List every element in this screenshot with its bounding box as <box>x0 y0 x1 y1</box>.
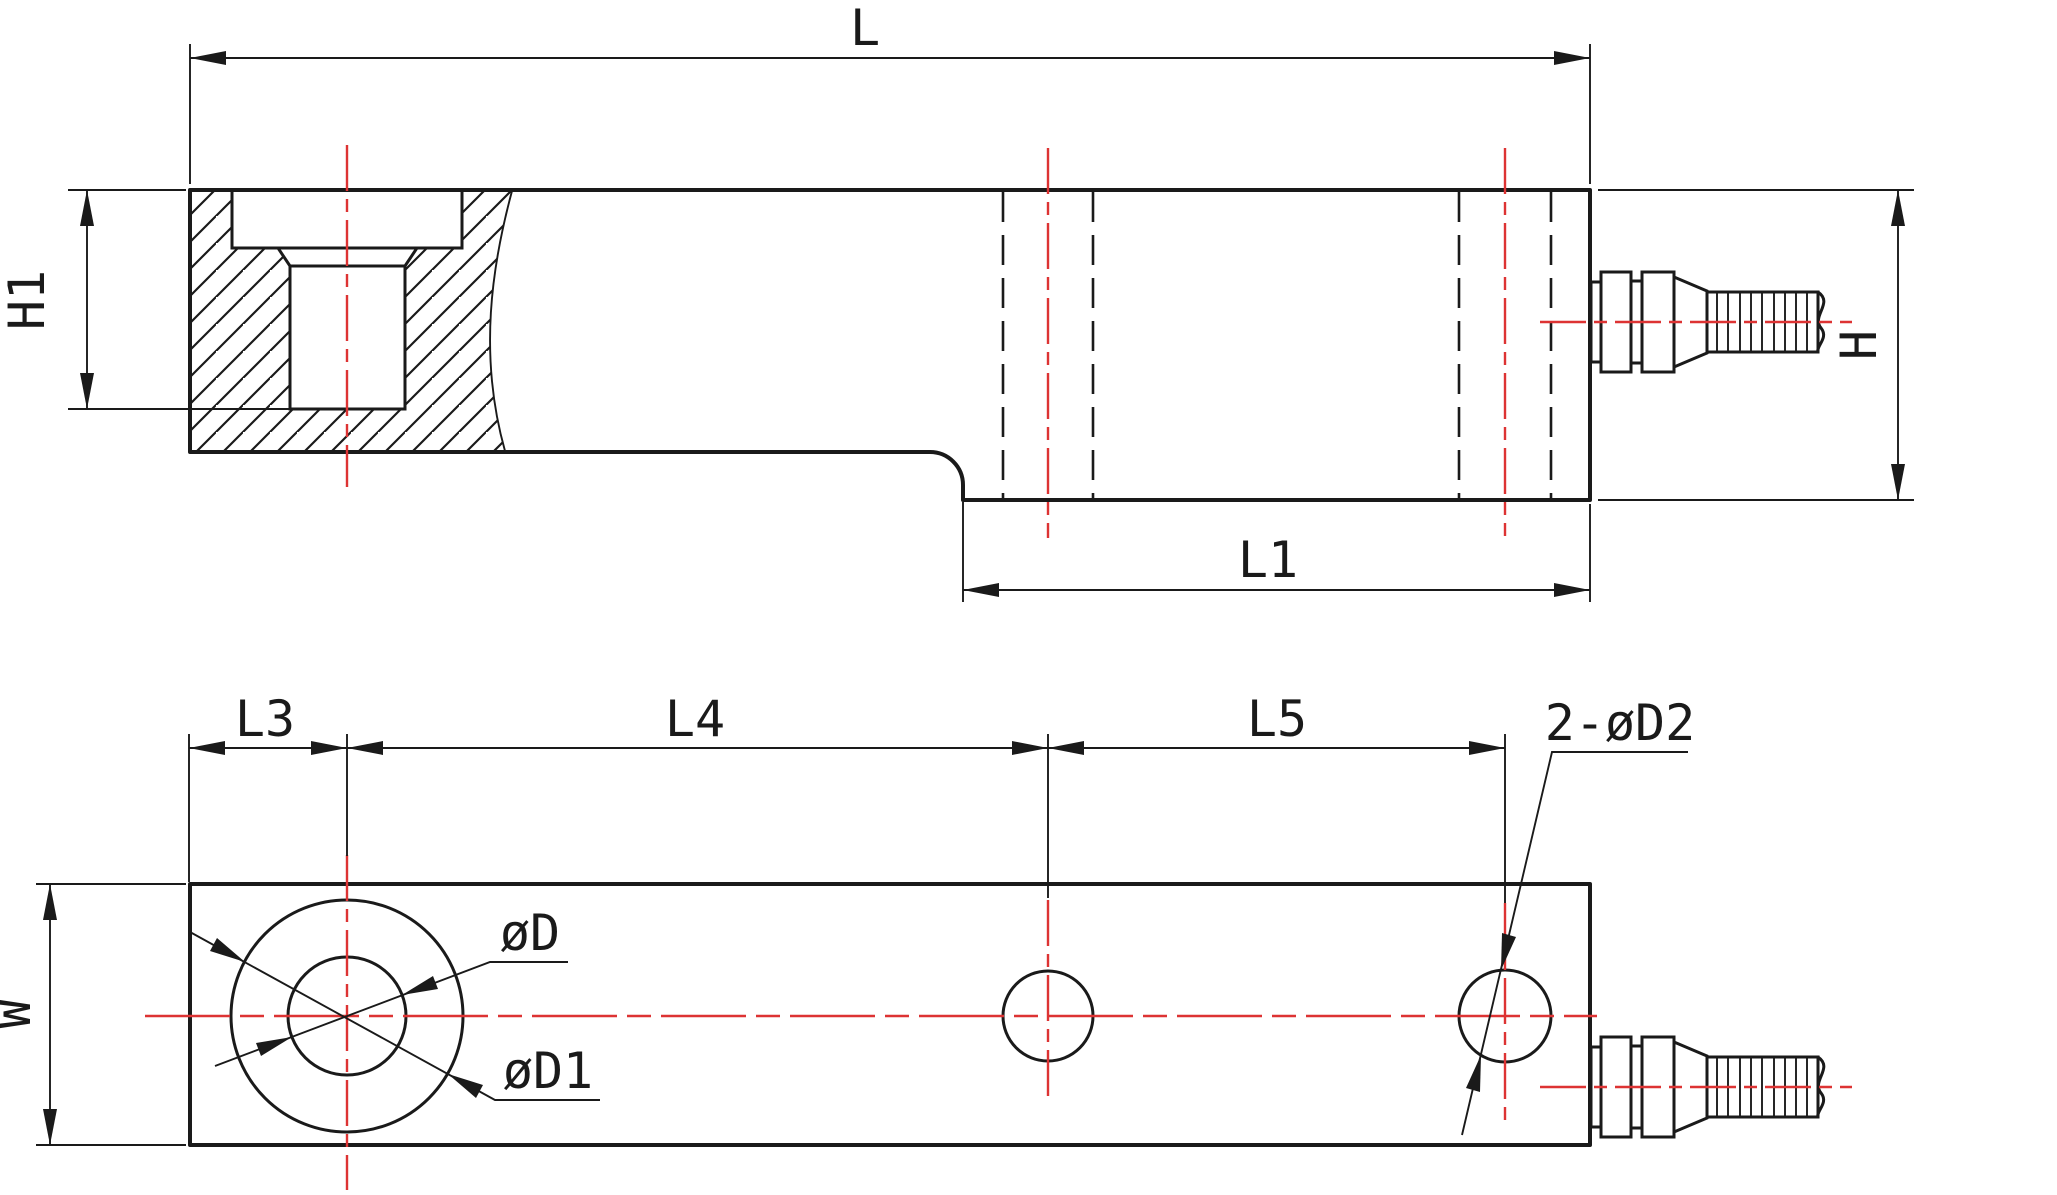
leader-D1: øD1 <box>189 931 600 1101</box>
dim-label-D1: øD1 <box>503 1042 593 1100</box>
dimension-L: L <box>189 0 1591 184</box>
dim-label-D: øD <box>500 904 560 962</box>
side-view-centerlines <box>345 145 1507 538</box>
dim-label-H: H <box>1830 330 1888 360</box>
leader-D: øD <box>214 904 568 1067</box>
dim-label-L3: L3 <box>235 690 295 748</box>
dimension-L1: L1 <box>962 502 1591 602</box>
hidden-hole-lines <box>1001 192 1553 499</box>
dim-label-H1: H1 <box>0 270 56 330</box>
dim-label-L1: L1 <box>1238 531 1298 589</box>
beam-plan-outline <box>188 882 1592 1147</box>
dim-label-L: L <box>850 0 880 57</box>
side-section-view: L L1 H H1 <box>0 0 1914 602</box>
dim-label-W: W <box>0 998 42 1029</box>
dimension-W: W <box>0 883 186 1146</box>
dim-label-L5: L5 <box>1247 690 1307 748</box>
dimension-chain-L3-L4-L5: L3 L4 L5 <box>188 690 1506 903</box>
plan-view-centerlines <box>145 855 1597 1190</box>
dimension-H1: H1 <box>0 189 292 410</box>
section-boundary-curve <box>489 190 513 452</box>
dimension-H: H <box>1598 189 1914 501</box>
dim-label-D2: 2-øD2 <box>1545 694 1696 752</box>
beam-profile-outline <box>188 188 1592 502</box>
plan-view: L3 L4 L5 W øD øD1 <box>0 690 1854 1190</box>
leader-D2: 2-øD2 <box>1461 694 1696 1136</box>
dim-label-L4: L4 <box>665 690 725 748</box>
